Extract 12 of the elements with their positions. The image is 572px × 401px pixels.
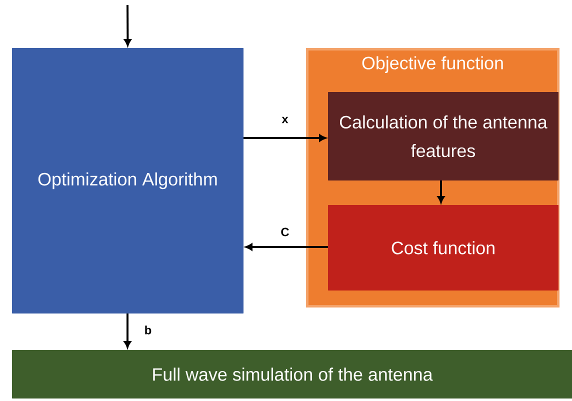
arrow	[124, 314, 132, 348]
edge-label: C	[279, 226, 291, 238]
arrow	[437, 180, 445, 204]
process-box: Full wave simulation of the antenna	[12, 350, 572, 398]
process-box: Cost function	[328, 205, 558, 290]
process-box: Calculation of the antenna features	[328, 92, 558, 180]
edge-label: b	[142, 324, 154, 336]
arrow	[244, 134, 326, 142]
arrow	[124, 5, 132, 46]
arrow	[245, 243, 328, 251]
process-box: Optimization Algorithm	[12, 48, 244, 314]
edge-label: x	[280, 115, 290, 125]
